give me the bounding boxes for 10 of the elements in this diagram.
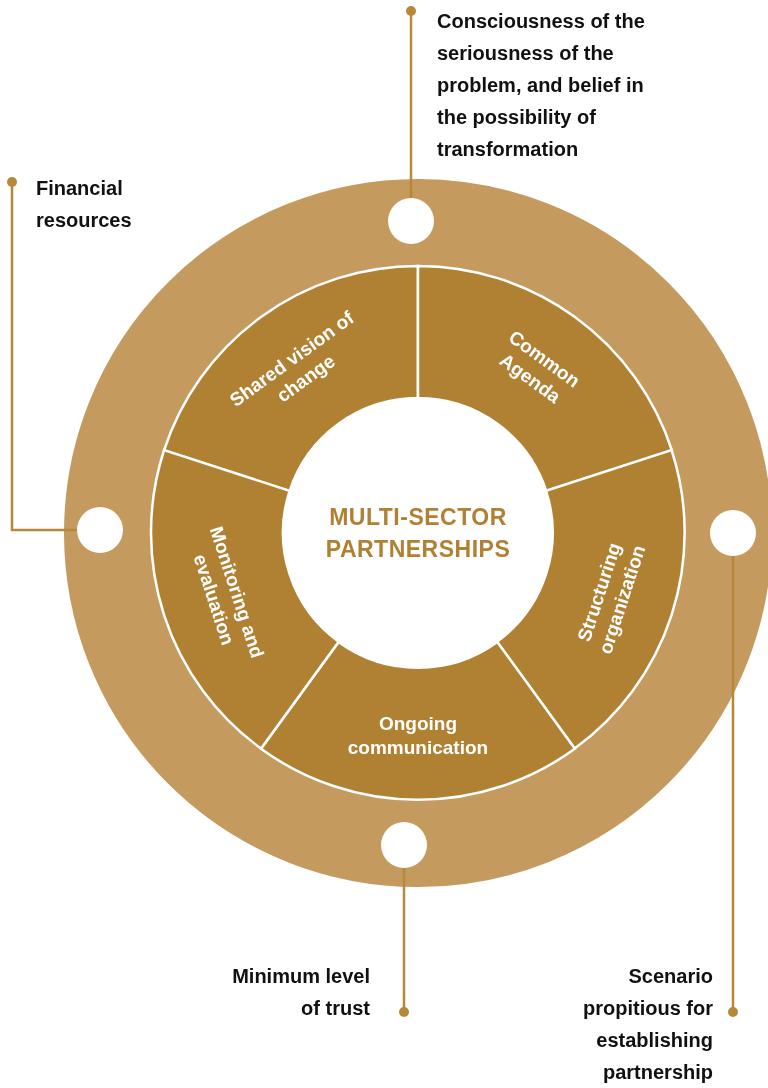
callout-text: Minimum level of trust [220, 960, 370, 1024]
center-title: MULTI-SECTOR PARTNERSHIPS [324, 503, 512, 564]
leader-line [406, 6, 416, 198]
segment-label: Ongoing communication [346, 712, 490, 760]
leader-line [7, 177, 77, 532]
callout-text: Financial resources [36, 172, 176, 236]
callout-text: Consciousness of the seriousness of the problem, and belief in the possibility of transformation [437, 5, 665, 165]
callout-text: Scenario propitious for establishing partnership [553, 960, 713, 1088]
leader-line [728, 556, 738, 1017]
leader-line [399, 868, 409, 1017]
